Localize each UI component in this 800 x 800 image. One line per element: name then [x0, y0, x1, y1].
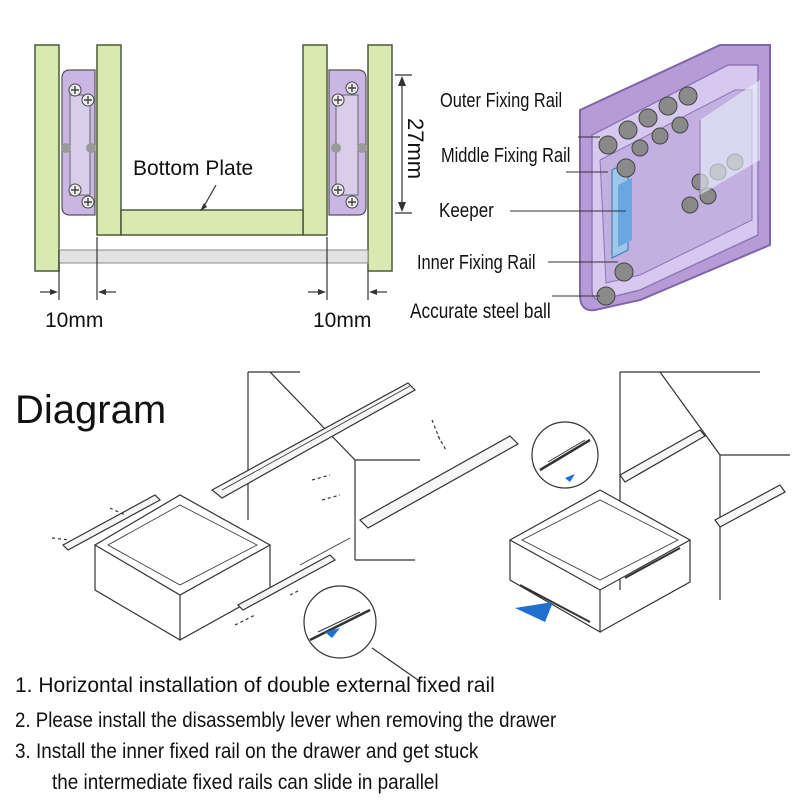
right-inner-panel — [302, 44, 328, 236]
inner-rail-label: Inner Fixing Rail — [417, 252, 536, 274]
middle-rail-label: Middle Fixing Rail — [441, 145, 571, 167]
cabinet-base — [58, 249, 369, 264]
right-rail — [328, 69, 367, 216]
outer-rail-label: Outer Fixing Rail — [440, 90, 563, 112]
instruction-2: 2. Please install the disassembly lever … — [15, 709, 557, 732]
rail-section-render — [579, 44, 771, 312]
bottom-plate — [120, 209, 304, 236]
left-gap-label: 10mm — [45, 309, 104, 332]
instruction-1: 1. Horizontal installation of double ext… — [15, 674, 495, 697]
left-inner-panel — [96, 44, 122, 236]
installation-drawing — [51, 371, 519, 681]
keeper-label: Keeper — [439, 200, 494, 222]
arrow-blue-small-2 — [565, 474, 575, 482]
height-label: 27mm — [403, 118, 428, 180]
right-gap-label: 10mm — [313, 309, 372, 332]
left-rail — [61, 69, 96, 216]
instruction-3-continued: the intermediate fixed rails can slide i… — [52, 771, 439, 794]
ball-label: Accurate steel ball — [410, 300, 551, 323]
left-outer-panel — [34, 44, 60, 272]
instruction-3: 3. Install the inner fixed rail on the d… — [15, 740, 479, 763]
arrow-blue-small — [325, 628, 340, 638]
height-dimension — [395, 74, 412, 214]
arrow-blue-large — [515, 602, 553, 622]
bottom-plate-label: Bottom Plate — [133, 157, 254, 180]
diagram-title: Diagram — [15, 388, 167, 432]
right-outer-panel — [367, 44, 393, 272]
installed-drawing — [508, 371, 790, 634]
